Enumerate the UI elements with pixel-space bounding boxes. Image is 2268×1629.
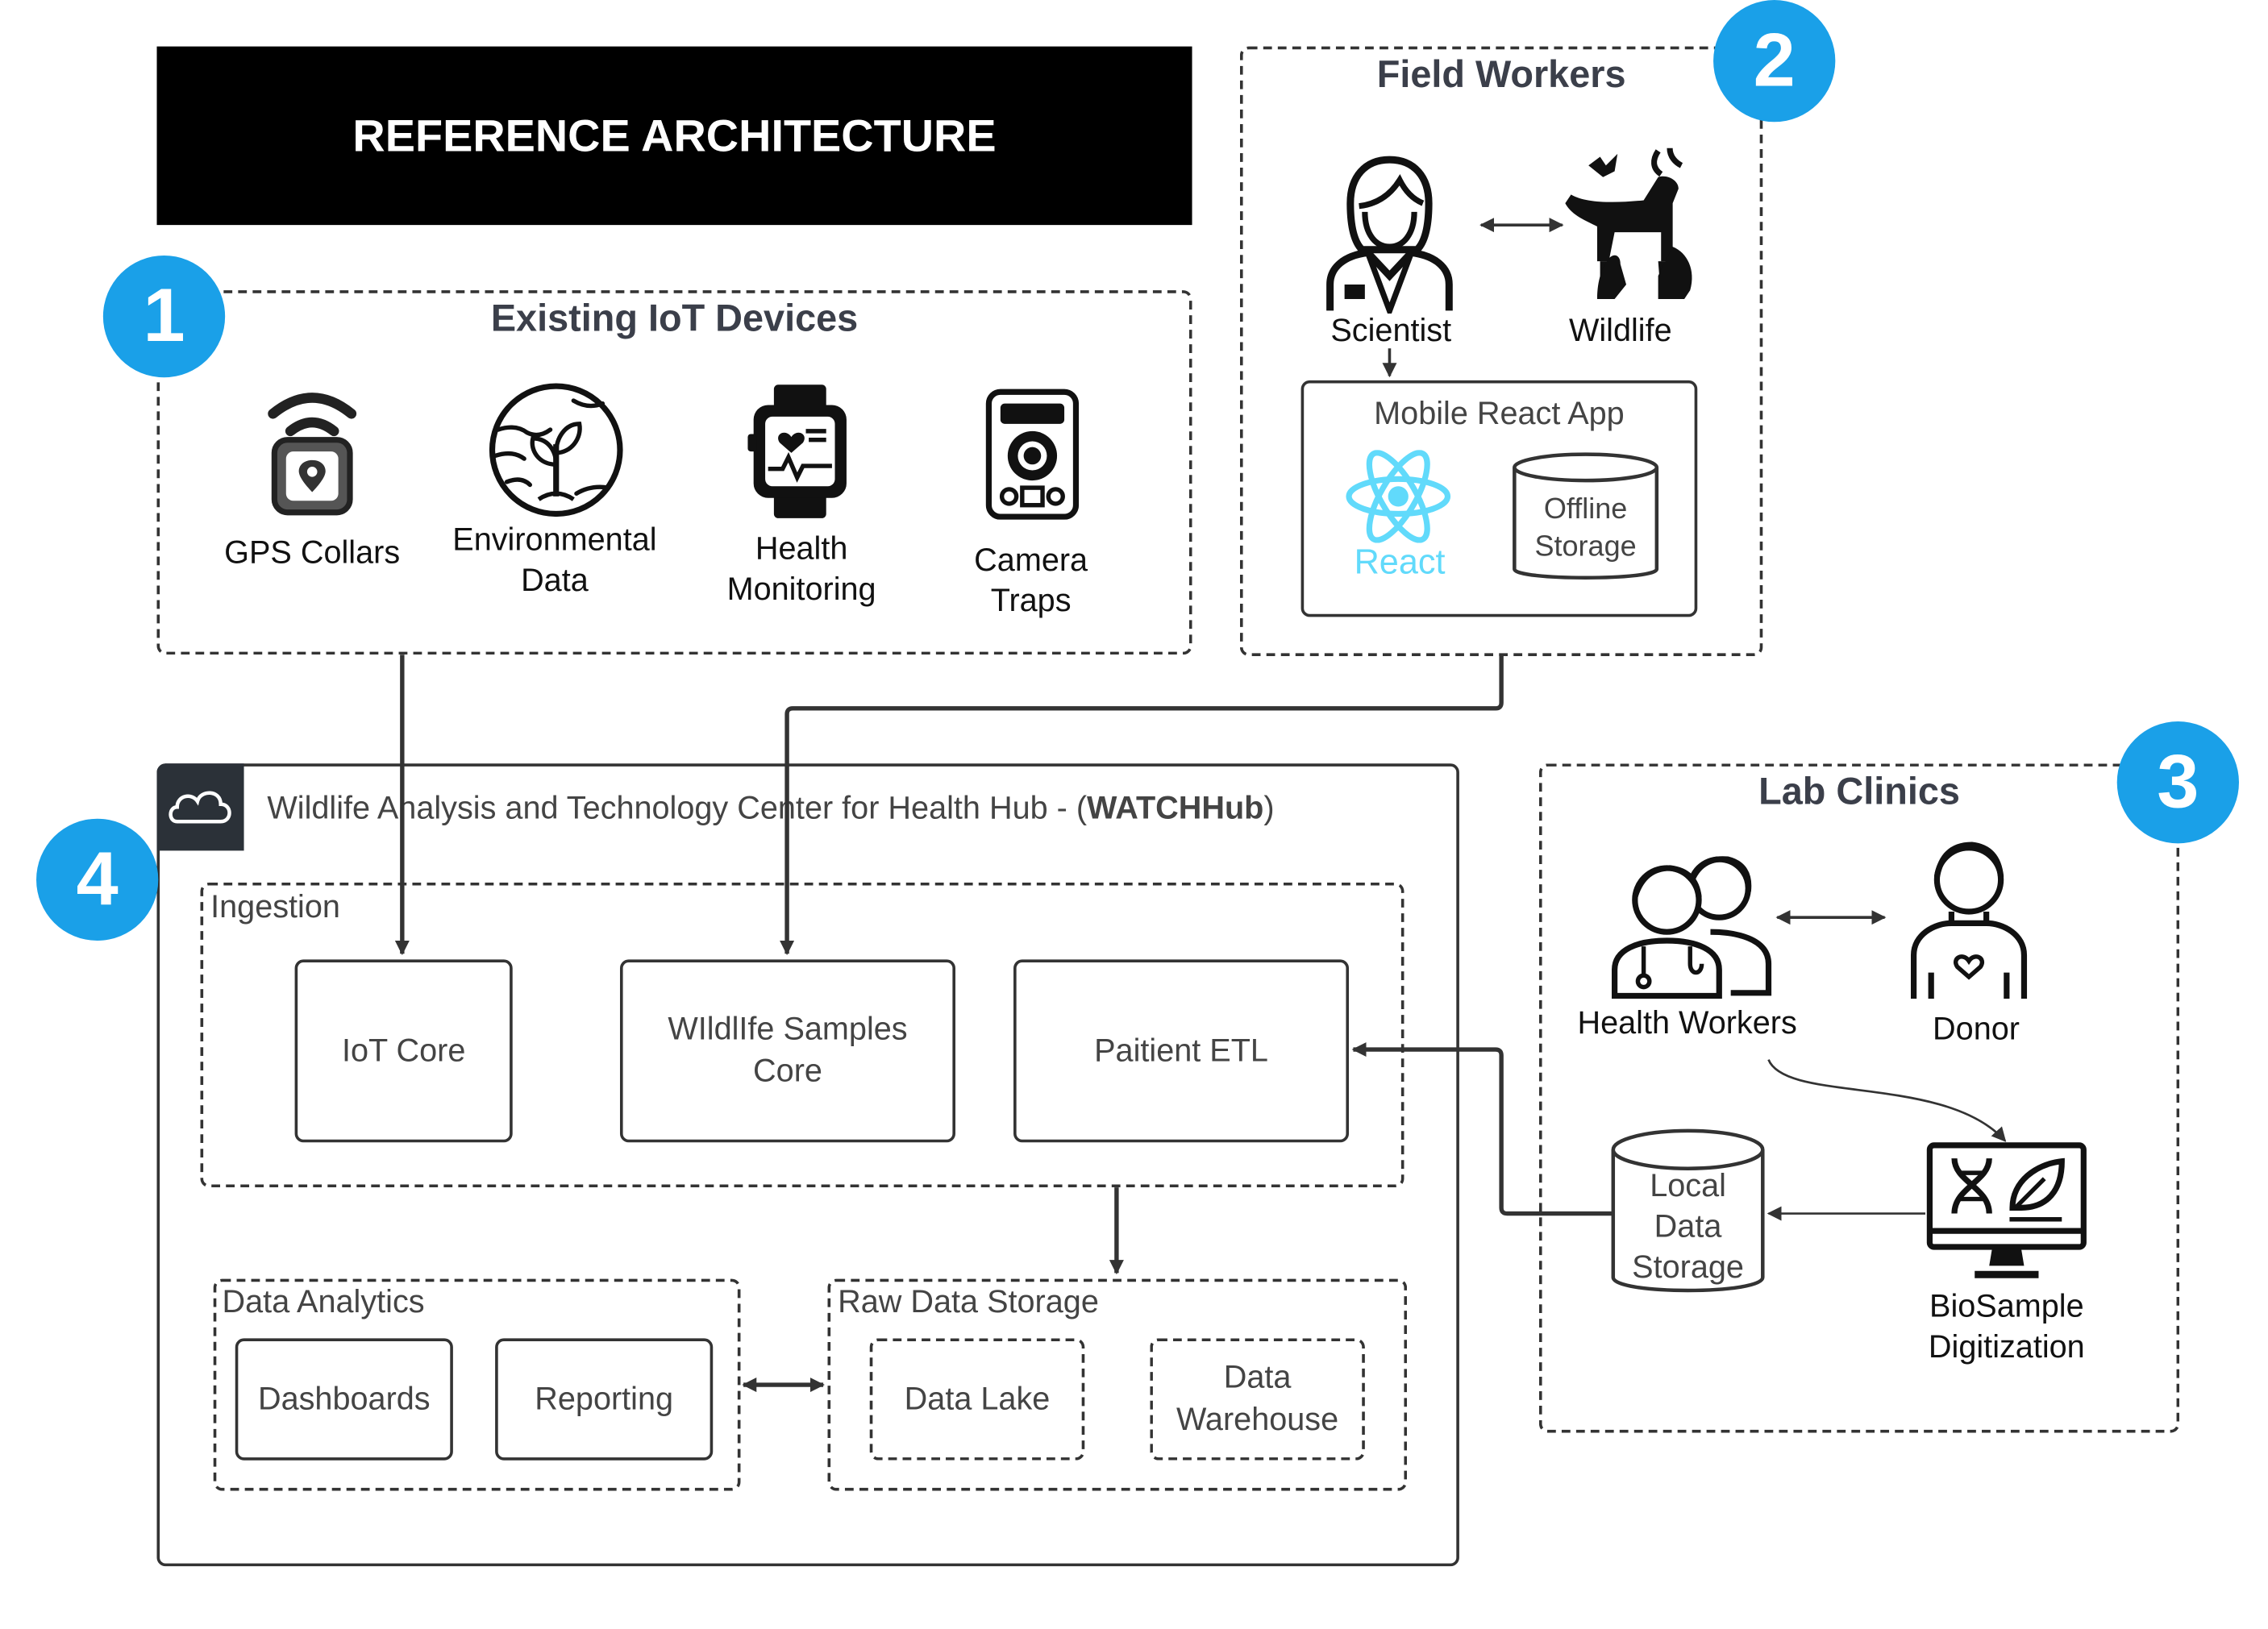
iot-devices-group [156, 290, 1192, 655]
environmental-globe-icon [489, 383, 623, 517]
camera-trap-icon [985, 389, 1080, 520]
health-workers-label: Health Workers [1577, 1004, 1797, 1041]
field-workers-group [1239, 46, 1763, 657]
offline-storage-label: Offline Storage [1534, 493, 1637, 563]
lab-clinics-title: Lab Clinics [1758, 769, 1960, 813]
iot-devices-title: Existing IoT Devices [490, 296, 859, 340]
reference-architecture-banner: REFERENCE ARCHITECTURE [156, 46, 1192, 226]
local-data-storage-label: Local Data Storage [1632, 1166, 1744, 1286]
badge-4: 4 [36, 818, 159, 941]
health-monitoring-label: Health Monitoring [726, 530, 876, 608]
camera-traps-label: Camera Traps [974, 541, 1088, 619]
patient-etl-box: Paitient ETL [1013, 959, 1350, 1143]
ingestion-label: Ingestion [210, 888, 340, 925]
reporting-box: Reporting [495, 1338, 714, 1461]
health-workers-icon [1611, 856, 1772, 999]
data-analytics-label: Data Analytics [222, 1282, 425, 1320]
data-warehouse-box: Data Warehouse [1150, 1338, 1365, 1461]
smartwatch-icon [747, 384, 847, 518]
watchhub-title: Wildlife Analysis and Technology Center … [267, 790, 1274, 828]
biosample-digitization-label: BioSample Digitization [1928, 1287, 2085, 1365]
cloud-icon [169, 791, 231, 824]
gps-collar-icon [268, 393, 357, 516]
watchhub-title-suffix: ) [1263, 789, 1275, 826]
wildlife-label: Wildlife [1568, 312, 1672, 349]
donor-label: Donor [1933, 1010, 2020, 1047]
badge-2: 2 [1713, 0, 1836, 123]
banner-title: REFERENCE ARCHITECTURE [352, 109, 997, 160]
raw-data-storage-group [827, 1278, 1408, 1491]
badge-1: 1 [102, 255, 226, 378]
watchhub-title-prefix: Wildlife Analysis and Technology Center … [267, 789, 1088, 826]
badge-3: 3 [2116, 721, 2239, 844]
react-label: React [1354, 542, 1446, 583]
watchhub-title-bold: WATCHHub [1087, 789, 1264, 826]
mobile-react-app-title: Mobile React App [1374, 394, 1625, 431]
data-analytics-group [213, 1278, 741, 1491]
scientist-label: Scientist [1330, 312, 1452, 349]
dashboards-box: Dashboards [235, 1338, 453, 1461]
raw-data-storage-label: Raw Data Storage [838, 1282, 1099, 1320]
react-logo-icon [1346, 450, 1451, 543]
cloud-badge [156, 763, 244, 851]
wildlife-samples-core-box: WIldlIfe Samples Core [619, 959, 955, 1143]
gps-collars-label: GPS Collars [224, 534, 401, 571]
local-data-storage-cylinder [1611, 1128, 1765, 1293]
scientist-icon [1326, 156, 1453, 314]
data-lake-box: Data Lake [869, 1338, 1085, 1461]
iot-core-box: IoT Core [294, 959, 513, 1143]
field-workers-title: Field Workers [1376, 52, 1626, 96]
wildlife-animals-icon [1565, 148, 1692, 299]
donor-icon [1910, 842, 2028, 999]
biosample-monitor-icon [1926, 1142, 2087, 1278]
environmental-data-label: Environmental Data [452, 521, 657, 599]
offline-storage-cylinder [1513, 452, 1659, 580]
